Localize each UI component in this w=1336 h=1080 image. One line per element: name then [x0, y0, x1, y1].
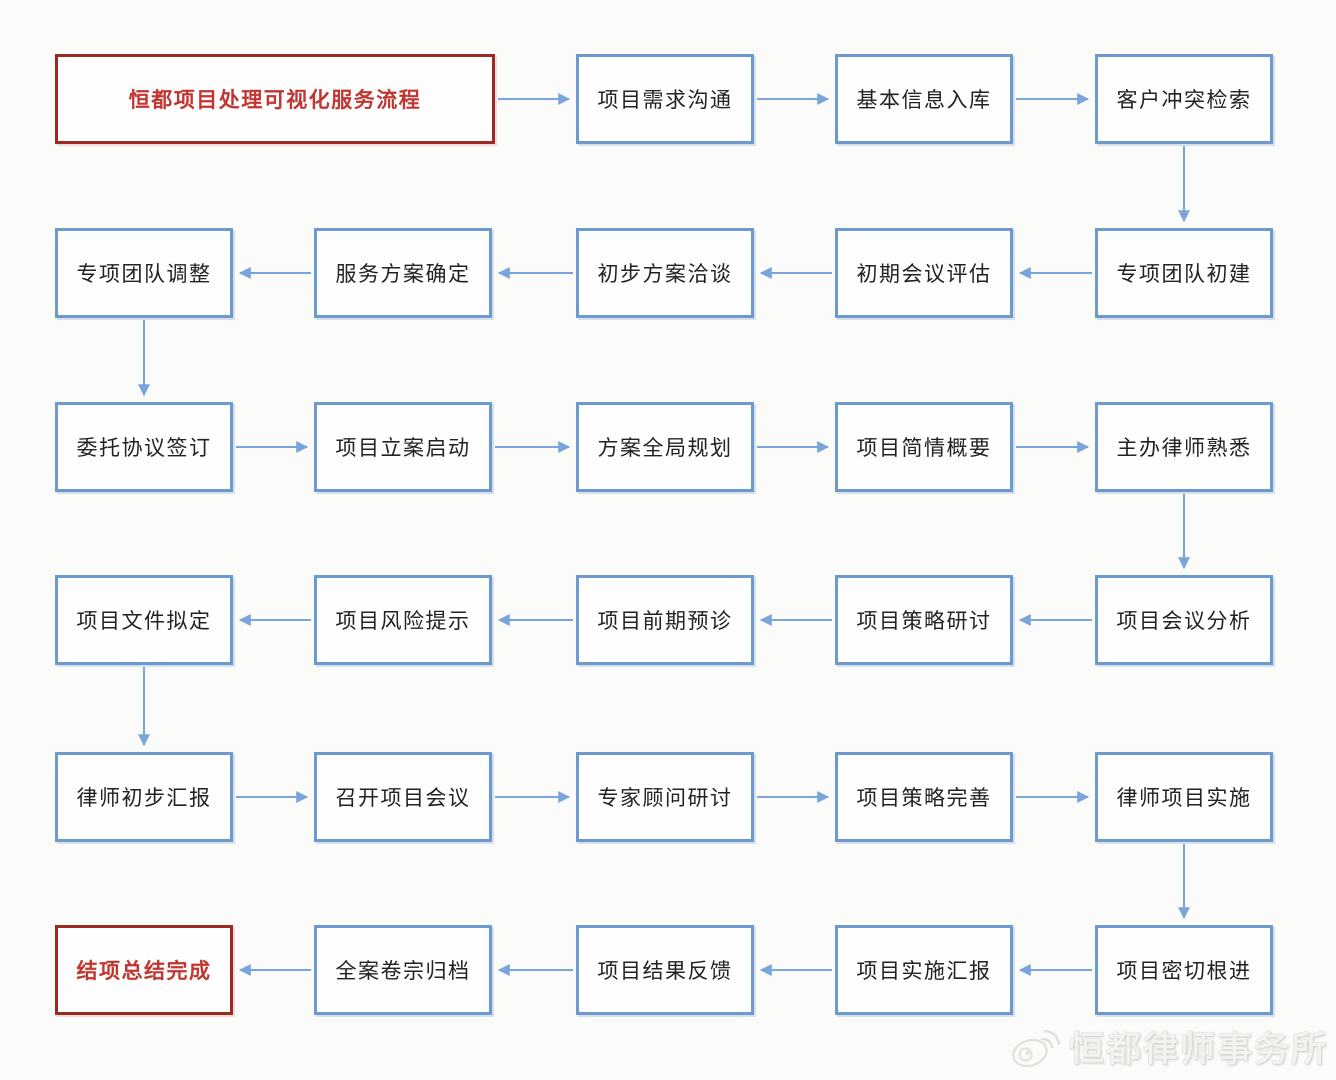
watermark: 恒都律师事务所	[1009, 1021, 1328, 1072]
flow-node-n13: 主办律师熟悉	[1095, 402, 1273, 492]
flow-node-n22: 项目策略完善	[835, 752, 1013, 842]
flow-node-n19: 律师初步汇报	[55, 752, 233, 842]
flow-node-n10: 项目立案启动	[314, 402, 492, 492]
flow-node-n24: 项目密切根进	[1095, 925, 1273, 1015]
flow-node-n05: 初期会议评估	[835, 228, 1013, 318]
flow-node-n01: 项目需求沟通	[576, 54, 754, 144]
flow-node-n21: 专家顾问研讨	[576, 752, 754, 842]
flow-node-n25: 项目实施汇报	[835, 925, 1013, 1015]
flow-node-start: 恒都项目处理可视化服务流程	[55, 54, 495, 144]
flow-node-n16: 项目前期预诊	[576, 575, 754, 665]
weibo-logo-icon	[1012, 1029, 1061, 1067]
flow-node-n09: 委托协议签订	[55, 402, 233, 492]
flow-node-n12: 项目简情概要	[835, 402, 1013, 492]
flow-node-n27: 全案卷宗归档	[314, 925, 492, 1015]
flow-node-n06: 初步方案洽谈	[576, 228, 754, 318]
flow-node-n17: 项目风险提示	[314, 575, 492, 665]
flow-node-n07: 服务方案确定	[314, 228, 492, 318]
flow-node-n23: 律师项目实施	[1095, 752, 1273, 842]
flow-node-n14: 项目会议分析	[1095, 575, 1273, 665]
flow-node-n15: 项目策略研讨	[835, 575, 1013, 665]
flow-node-n11: 方案全局规划	[576, 402, 754, 492]
flow-node-n03: 客户冲突检索	[1095, 54, 1273, 144]
flow-node-n26: 项目结果反馈	[576, 925, 754, 1015]
flow-node-n18: 项目文件拟定	[55, 575, 233, 665]
flow-node-end: 结项总结完成	[55, 925, 233, 1015]
flow-node-n04: 专项团队初建	[1095, 228, 1273, 318]
flow-node-n02: 基本信息入库	[835, 54, 1013, 144]
watermark-text: 恒都律师事务所	[1068, 1030, 1328, 1069]
flow-node-n20: 召开项目会议	[314, 752, 492, 842]
flow-node-n08: 专项团队调整	[55, 228, 233, 318]
